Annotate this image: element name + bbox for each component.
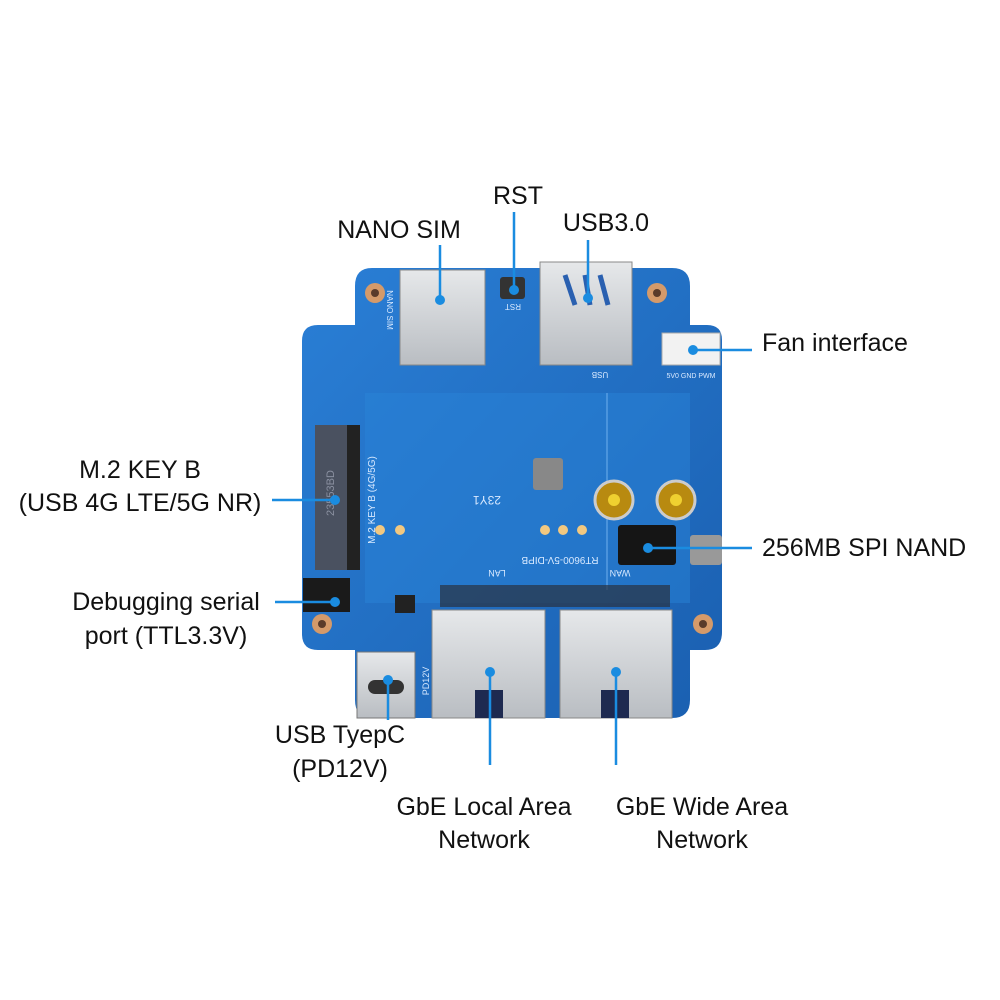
model-silkscreen: RT9600-5V-DIPB <box>521 554 598 565</box>
label-debug-line2: port (TTL3.3V) <box>84 622 248 650</box>
label-debug-line1: Debugging serial <box>72 588 260 616</box>
label-usb3: USB3.0 <box>562 209 650 237</box>
label-m2-line1: M.2 KEY B <box>79 456 201 484</box>
usb-silkscreen: USB <box>592 370 608 379</box>
label-spi-nand: 256MB SPI NAND <box>762 534 967 562</box>
label-nano-sim: NANO SIM <box>337 216 461 244</box>
lan-silkscreen: LAN <box>488 568 506 578</box>
label-wan-line1: GbE Wide Area <box>615 793 789 821</box>
sim-silkscreen: NANO SIM <box>385 290 394 330</box>
label-lan-line1: GbE Local Area <box>396 793 572 821</box>
label-fan-interface: Fan interface <box>762 329 908 357</box>
serial-header <box>303 578 350 612</box>
sim-slot <box>399 269 486 366</box>
label-usbc-line2: (PD12V) <box>292 755 388 783</box>
fan-pins-silkscreen: 5V0 GND PWM <box>666 373 715 380</box>
date-silkscreen: 23Y1 <box>473 493 501 507</box>
callout-lines <box>272 212 752 765</box>
m2-code-silkscreen: 23553BD <box>325 470 337 516</box>
rst-silkscreen: RST <box>505 302 521 311</box>
label-lan-line2: Network <box>438 826 530 854</box>
pd-silkscreen: PD12V <box>421 667 431 696</box>
inductor <box>533 458 563 490</box>
label-wan-line2: Network <box>656 826 748 854</box>
wan-silkscreen: WAN <box>610 568 631 578</box>
rj45-wan <box>559 609 673 719</box>
mounting-holes <box>312 283 713 634</box>
label-rst: RST <box>493 182 543 210</box>
label-m2-line2: (USB 4G LTE/5G NR) <box>18 489 262 517</box>
label-usbc-line1: USB TyepC <box>274 721 406 749</box>
m2-silkscreen: M.2 KEY B (4G/5G) <box>367 456 378 544</box>
